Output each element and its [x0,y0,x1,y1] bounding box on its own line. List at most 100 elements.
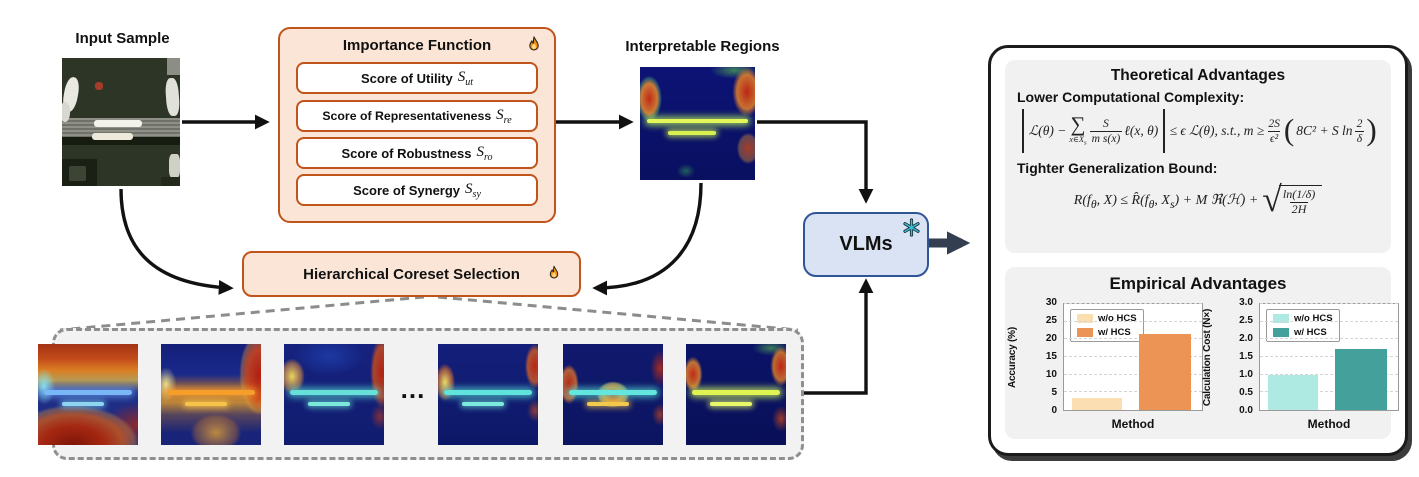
legend-item: w/o HCS [1077,313,1137,324]
coreset-step-image-5 [563,344,663,445]
y-tick-label: 2.0 [1239,333,1253,345]
gridline [1260,320,1398,322]
legend-item: w/o HCS [1273,313,1333,324]
legend-label: w/o HCS [1098,313,1137,324]
gridline [1064,320,1202,322]
dashed-funnel-left [59,295,425,332]
coreset-step-image-1 [38,344,138,445]
empirical-advantages-title: Empirical Advantages [1109,274,1287,293]
arrow-regions-to-hcs [592,182,703,296]
score-symbol: Ssy [465,180,481,200]
legend-label: w/ HCS [1098,327,1131,338]
y-tick-label: 2.5 [1239,315,1253,326]
legend-swatch [1077,328,1093,337]
hierarchical-coreset-selection-box: Hierarchical Coreset Selection [242,251,581,297]
gridline [1260,338,1398,340]
shore [161,177,180,186]
advantages-panel: Theoretical Advantages Lower Computation… [988,45,1408,456]
legend-swatch [1273,314,1289,323]
theoretical-advantages-box: Theoretical Advantages Lower Computation… [1005,60,1391,253]
gridline [1064,373,1202,375]
shore-structure [69,165,86,181]
barge [93,120,143,128]
legend-item: w/ HCS [1273,327,1333,338]
square-root: √ ln(1/δ) 2H [1262,181,1323,217]
y-tick-label: 10 [1045,369,1057,381]
y-tick-label: 0 [1051,405,1057,416]
y-tick-label: 1.0 [1239,369,1253,381]
legend-label: w/o HCS [1294,313,1333,324]
y-tick-label: 15 [1045,351,1057,362]
formula-term: ≤ ϵ ℒ(θ), s.t., m ≥ [1169,123,1265,138]
theoretical-advantages-title: Theoretical Advantages [1110,67,1286,84]
bar-w/o HCS [1072,397,1122,410]
arrow-input-to-hcs [119,188,234,295]
flame-icon [529,36,539,51]
interpretable-regions-heatmap [640,67,755,180]
score-synergy-row: Score of Synergy Ssy [296,174,538,206]
input-sample-label: Input Sample [75,30,170,47]
fraction: ln(1/δ) 2H [1282,187,1316,216]
importance-function-title: Importance Function [342,37,492,54]
vlms-box: VLMs [803,212,929,277]
score-symbol: Sut [457,68,474,88]
abs-bar [1163,109,1165,153]
gridline [1064,356,1202,357]
importance-function-box: Importance Function Score of Utility Sut… [278,27,556,223]
chart-legend: w/o HCS w/ HCS [1266,309,1340,342]
y-axis-label: Calculation Cost (N×) [1202,308,1214,406]
y-tick-label: 1.5 [1239,351,1253,362]
bar-w/ HCS [1138,334,1191,410]
score-representativeness-row: Score of Representativeness Sre [296,100,538,132]
boat [169,154,180,179]
coreset-step-image-2 [161,344,261,445]
score-label: Score of Synergy [353,182,461,198]
dashed-funnel-right [437,295,799,332]
legend-item: w/ HCS [1077,327,1137,338]
coreset-step-image-6 [686,344,786,445]
gridline [1260,356,1398,357]
bar-w/o HCS [1268,374,1318,410]
score-label: Score of Representativeness [322,109,492,123]
gridline [1260,303,1398,304]
y-tick-label: 25 [1045,315,1057,326]
legend-swatch [1077,314,1093,323]
bridge [62,118,180,138]
gridline [1260,373,1398,375]
gridline [1260,391,1398,393]
coreset-step-image-4 [438,344,538,445]
small-red-boat [95,82,104,90]
plot-area: w/o HCS w/ HCS [1063,303,1203,411]
gridline [1064,303,1202,304]
boat [164,78,180,118]
chart-legend: w/o HCS w/ HCS [1070,309,1144,342]
y-tick-label: 30 [1045,297,1057,308]
dock [167,58,180,75]
hcs-title: Hierarchical Coreset Selection [303,265,520,283]
boat [62,101,71,122]
formula-term: 8C² + S ln [1296,123,1353,138]
score-label: Score of Robustness [341,145,472,161]
abs-bar [1022,109,1024,153]
complexity-formula: ℒ(θ) − ∑ x∈Xs S m s(x) ℓ(x, θ) ≤ ϵ ℒ(θ),… [1005,106,1391,156]
interpretable-regions-label: Interpretable Regions [625,38,780,55]
plot-area: w/o HCS w/ HCS [1259,303,1399,411]
bound-formula: R(fθ, X) ≤ R̂(fθ, Xs) + M ℜ(ℋ) + √ ln(1/… [1005,177,1391,225]
score-robustness-row: Score of Robustness Sro [296,137,538,169]
x-axis-label: Method [1111,417,1155,431]
y-tick-label: 20 [1045,333,1057,345]
legend-swatch [1273,328,1289,337]
y-tick-label: 0.5 [1239,387,1253,399]
formula-term: R(fθ, X) ≤ R̂(fθ, Xs) + M ℜ(ℋ) + [1073,192,1259,211]
flame-icon [549,265,559,279]
score-symbol: Sre [496,106,512,126]
arrow-regions-to-vlms [757,120,874,204]
coreset-step-image-3 [284,344,384,445]
input-sample-image [62,58,180,186]
y-tick-label: 3.0 [1239,297,1253,308]
fraction: 2 δ [1354,117,1365,145]
